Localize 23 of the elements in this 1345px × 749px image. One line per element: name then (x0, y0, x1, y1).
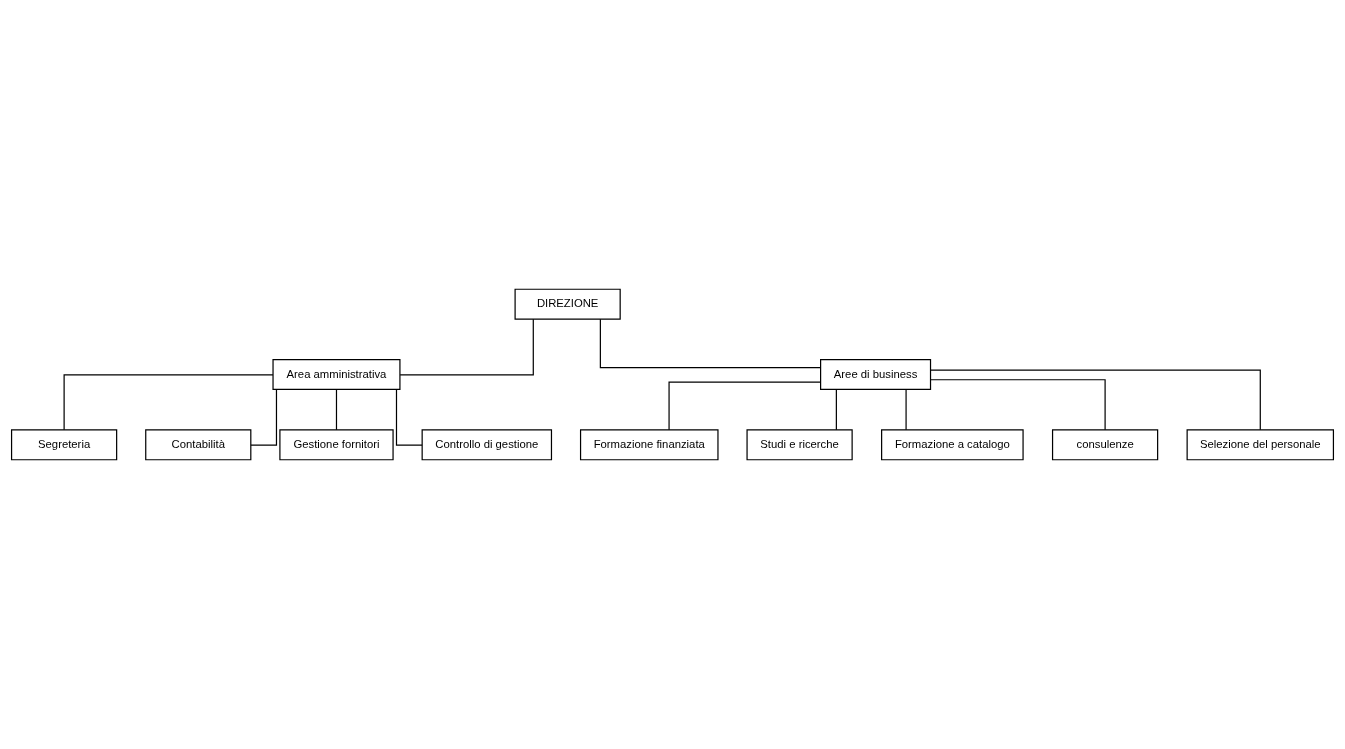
node-box: Formazione finanziata (579, 429, 719, 461)
node-box: Segreteria (10, 429, 118, 461)
connector (835, 389, 837, 431)
node-box: Area amministrativa (272, 358, 401, 391)
connector (929, 379, 1106, 431)
node-box: Selezione del personale (1186, 429, 1335, 461)
node-box: Gestione fornitori (279, 429, 394, 461)
connector (905, 389, 907, 431)
node-box: Aree di business (820, 358, 932, 391)
connector (599, 318, 822, 369)
connector (395, 388, 423, 446)
node-box: Controllo di gestione (421, 429, 553, 461)
connector (668, 381, 822, 431)
node-box: Formazione a catalogo (881, 429, 1024, 461)
connector (335, 389, 338, 431)
connector (930, 369, 1261, 431)
node-box: consulenze (1051, 429, 1159, 461)
node-box: Studi e ricerche (746, 429, 853, 461)
connector (250, 388, 278, 446)
node-box: DIREZIONE (514, 288, 621, 320)
connector (63, 374, 274, 431)
connector (399, 318, 534, 376)
node-box: Contabilità (145, 429, 252, 461)
